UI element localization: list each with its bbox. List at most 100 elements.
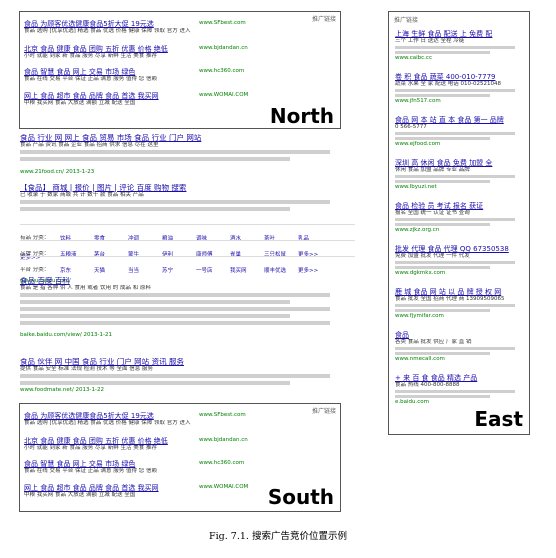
shopping-category-link[interactable]: 茅台	[94, 252, 106, 258]
ad-url[interactable]: www.WOMAI.COM	[199, 484, 249, 490]
ad-description: 免费 加盟 批发 代理 一件 代发	[395, 253, 470, 259]
ad-url[interactable]: www.caibc.cc	[395, 55, 432, 61]
ad-title[interactable]: 食品 智慧 食品 网上 交易 市场 绿色	[24, 460, 136, 468]
shopping-row-label: 有品 分类：	[20, 235, 50, 241]
shopping-category-link[interactable]: 茶叶	[264, 236, 276, 242]
ad-url[interactable]: www.dgkmkx.com	[395, 270, 446, 276]
shopping-category-link[interactable]: 顺丰优选	[264, 268, 287, 274]
ad-url[interactable]: e.baidu.com	[395, 399, 429, 405]
ad-title[interactable]: 批发 代理 食品 代理 QQ 67350538	[395, 245, 509, 253]
ad-url[interactable]: www.SFbest.com	[199, 412, 246, 418]
ad-url[interactable]: www.ejfood.com	[395, 141, 441, 147]
result-description: 食品 产品 资讯 食品 企业 食品 招商 供求 信息 尽在 这里	[20, 142, 159, 148]
north-label: North	[269, 104, 334, 128]
ad-description: 中粮 我买网 食品 大放送 满额 立减 配送 全国	[24, 492, 136, 498]
result-url[interactable]: www.21food.cn/ 2013-1-23	[20, 169, 95, 175]
ad-url[interactable]: www.hc360.com	[199, 68, 245, 74]
shopping-category-link[interactable]: 更多>>	[298, 268, 319, 274]
figure-caption: Fig. 7.1. 搜索广告竞价位置示例	[209, 531, 347, 542]
shopping-category-link[interactable]: 伊利	[162, 252, 174, 258]
ad-title[interactable]: 鹿 城 食品 网 站 以 品 牌 授 权 网	[395, 288, 502, 296]
result-title[interactable]: 食品 百度 百科	[20, 277, 70, 285]
south-label: South	[267, 485, 334, 509]
shopping-category-link[interactable]: 雀巢	[230, 252, 242, 258]
result-snippet-lines	[20, 149, 355, 169]
organic-result: 【食品】 商城 | 报价 | 图片 | 评论 百度 购物 搜索已 收录 于 数家…	[20, 184, 355, 219]
shopping-category-link[interactable]: 调味	[196, 236, 208, 242]
ad-title[interactable]: 食品	[395, 331, 409, 339]
shopping-category-link[interactable]: 康师傅	[196, 252, 213, 258]
ad-item: 北京 食品 健康 食品 团购 五折 优惠 价格 绝低 www.bjdandan.c…	[24, 437, 324, 452]
ad-title[interactable]: + 来 百 食 食品 精选 产品	[395, 374, 478, 382]
ad-title[interactable]: 深圳 高 休闲 食品 免费 加盟 全	[395, 159, 493, 167]
ad-description: 休闲 食品 加盟 品牌 专业 品牌	[395, 167, 470, 173]
ad-url[interactable]: www.bjdandan.cn	[199, 437, 248, 443]
ad-snippet-lines	[395, 217, 523, 227]
result-snippet-lines	[20, 199, 355, 219]
ad-description: 三个 工作 日 送达 全程 冷链	[395, 38, 465, 44]
ad-description: 食品 选购 [优享优选] 精选 食品 优选 价格 健康 保障 领取 官方 进入	[24, 420, 191, 426]
shopping-category-link[interactable]: 乳品	[298, 236, 310, 242]
result-description: 提供 食品 安全 标准 法规 检测 技术 等 全面 信息 服务	[20, 366, 153, 372]
ad-url[interactable]: www.zjkz.org.cn	[395, 227, 440, 233]
ad-url[interactable]: www.lbyuzi.net	[395, 184, 437, 190]
shopping-category-link[interactable]: 冲调	[128, 236, 140, 242]
shopping-category-link[interactable]: 粮油	[162, 236, 174, 242]
shopping-category-link[interactable]: 苏宁	[162, 268, 174, 274]
shopping-category-link[interactable]: 更多>>	[298, 252, 319, 258]
ad-description: 食品 热线 400-800-8888	[395, 382, 460, 388]
ad-snippet-lines	[395, 131, 523, 141]
ad-url[interactable]: www.nmecall.com	[395, 356, 445, 362]
result-title[interactable]: 食品 行业 网 网上 食品 贸易 市场 食品 行业 门户 网站	[20, 134, 202, 142]
ad-title[interactable]: 上海 生鲜 食品 配送 上 免费 配	[395, 30, 493, 38]
ad-url[interactable]: www.hc360.com	[199, 460, 245, 466]
shopping-category-link[interactable]: 蒙牛	[128, 252, 140, 258]
ad-description: 小时 就能 到家 新 食品 服务 尽享 新鲜 生活 美食 推荐	[24, 53, 157, 59]
shopping-category-link[interactable]: 三只松鼠	[264, 252, 287, 258]
ad-url[interactable]: www.bjdandan.cn	[199, 45, 248, 51]
ad-title[interactable]: 食品 为顾客优选健康食品5折大促 19元选	[24, 20, 154, 28]
result-url[interactable]: baike.baidu.com/view/ 2013-1-21	[20, 332, 112, 338]
shopping-category-link[interactable]: 我买网	[230, 268, 247, 274]
shopping-url[interactable]: gouwu.baidu.com/	[20, 278, 71, 284]
result-title[interactable]: 【食品】 商城 | 报价 | 图片 | 评论 百度 购物 搜索	[20, 184, 187, 192]
shopping-category-link[interactable]: 五粮液	[60, 252, 77, 258]
ad-title[interactable]: 食品 检验 员 考试 报名 获证	[395, 202, 484, 210]
ad-description: 报名 全国 统一 认证 证书 查询	[395, 210, 470, 216]
ad-title[interactable]: 北京 食品 健康 食品 团购 五折 优惠 价格 绝低	[24, 45, 168, 53]
shopping-category-link[interactable]: 酒水	[230, 236, 242, 242]
ad-item: 食品 检验 员 考试 报名 获证报名 全国 统一 认证 证书 查询 www.zjk…	[395, 202, 523, 234]
shopping-row: 平台 分类：京东天猫当当苏宁一号店我买网顺丰优选更多>>	[20, 256, 355, 278]
shopping-table: 有品 分类：饮料零食冲调粮油调味酒水茶叶乳品更多>>品牌 分类：五粮液茅台蒙牛伊…	[20, 216, 355, 290]
ad-url[interactable]: www.fjymifar.com	[395, 313, 444, 319]
organic-result: 食品 伙伴 网 中国 食品 行业 门户 网站 资讯 服务提供 食品 安全 标准 …	[20, 358, 355, 394]
ad-description: 中粮 我买网 食品 大放送 满额 立减 配送 全国	[24, 100, 136, 106]
ad-title[interactable]: 食品 网 本 站 直 本 食品 第一 品牌	[395, 116, 504, 124]
result-description: 已 收录 于 数家 商城 共 计 数千 款 食品 相关 产品	[20, 192, 144, 198]
ad-title[interactable]: 食品 智慧 食品 网上 交易 市场 绿色	[24, 68, 136, 76]
shopping-category-link[interactable]: 当当	[128, 268, 140, 274]
ad-snippet-lines	[395, 174, 523, 184]
ad-snippet-lines	[395, 389, 523, 399]
ad-title[interactable]: 卷 积 食品 蔬菜 400-010-7779	[395, 73, 496, 81]
ad-url[interactable]: www.SFbest.com	[199, 20, 246, 26]
shopping-category-link[interactable]: 京东	[60, 268, 72, 274]
shopping-category-link[interactable]: 一号店	[196, 268, 213, 274]
shopping-category-link[interactable]: 饮料	[60, 236, 72, 242]
ad-url[interactable]: www.jfn517.com	[395, 98, 441, 104]
shopping-category-link[interactable]: 天猫	[94, 268, 106, 274]
ad-title[interactable]: 北京 食品 健康 食品 团购 五折 优惠 价格 绝低	[24, 437, 168, 445]
shopping-category-link[interactable]: 更多>>	[20, 255, 41, 261]
shopping-category-link[interactable]: 零食	[94, 236, 106, 242]
ad-title[interactable]: 网上 食品 超市 食品 品牌 食品 首选 我买网	[24, 92, 159, 100]
ad-title[interactable]: 网上 食品 超市 食品 品牌 食品 首选 我买网	[24, 484, 159, 492]
ad-title[interactable]: 食品 为顾客优选健康食品5折大促 19元选	[24, 412, 154, 420]
result-title[interactable]: 食品 伙伴 网 中国 食品 行业 门户 网站 资讯 服务	[20, 358, 184, 366]
ad-url[interactable]: www.WOMAI.COM	[199, 92, 249, 98]
result-url[interactable]: www.foodmate.net/ 2013-1-22	[20, 387, 105, 393]
ad-item: 网上 食品 超市 食品 品牌 食品 首选 我买网 www.WOMAI.COM 中粮 …	[24, 484, 324, 499]
